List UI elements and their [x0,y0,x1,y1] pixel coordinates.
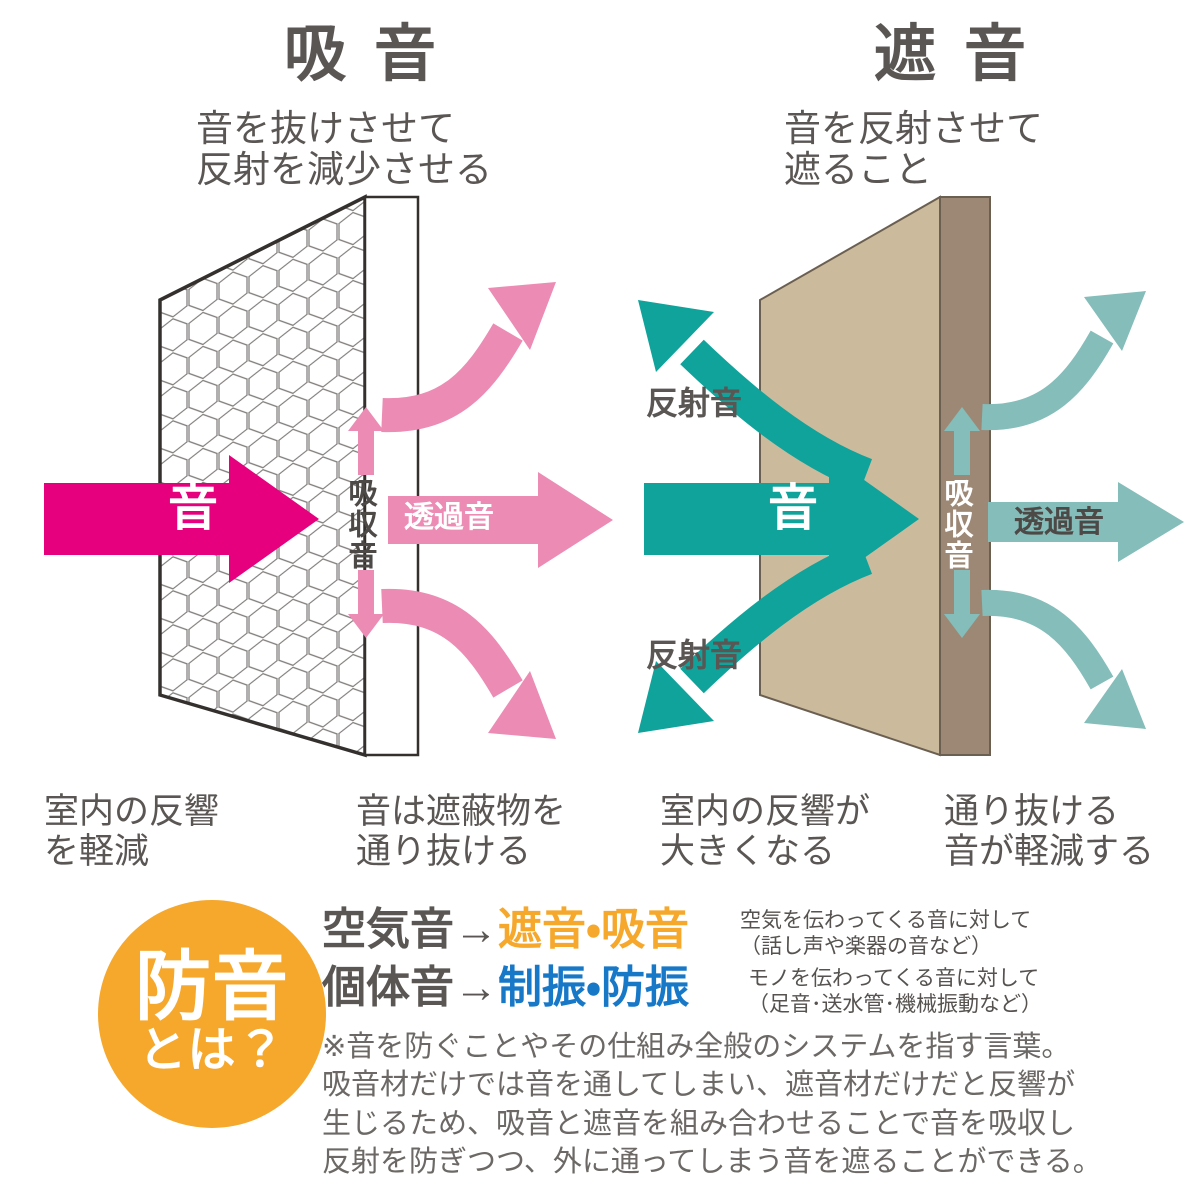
transmitted-sound-arrow-right [988,482,1184,562]
right-caption-inside: 室内の反響が 大きくなる [660,792,871,872]
soundproof-badge: 防音 とは？ [98,900,326,1128]
absorbed-sound-arrows-right [944,407,980,638]
transmitted-sound-arrow-left [388,472,613,568]
transmitted-sound-arrow-right-label: 透過音 [1014,506,1104,539]
reflected-sound-arrows-right [638,300,873,733]
left-caption-outside: 音は遮蔽物を 通り抜ける [356,792,567,872]
airborne-target-label: 遮音・吸音 [498,905,689,954]
sound-type-row-structural: 個体音→制振・防振 [322,966,689,1010]
airborne-note: 空気を伝わってくる音に対して （話し声や楽器の音など） [740,909,1032,958]
left-panel-title: 吸音 [283,20,464,89]
right-panel-title: 遮音 [873,20,1054,89]
incoming-sound-arrow-left [44,455,319,583]
absorbed-sound-arrows-left [348,407,384,638]
left-caption-inside: 室内の反響 を軽減 [44,792,220,872]
transmitted-curved-arrows-right [981,291,1146,729]
structural-source-label: 個体音 [322,963,454,1012]
reflected-sound-label-bottom: 反射音 [646,637,743,673]
soundproof-badge-title: 防音 [135,945,289,1031]
reflected-sound-label-top: 反射音 [646,385,743,421]
soundproof-footnote: ※音を防ぐことやその仕組み全般のシステムを指す言葉。 吸音材だけでは音を通してし… [322,1031,1102,1178]
soundproof-badge-subtitle: とは？ [138,1023,286,1077]
right-caption-outside: 通り抜ける 音が軽減する [944,792,1155,872]
structural-target-label: 制振・防振 [498,963,689,1012]
absorbed-sound-label-left: 吸収音 [344,478,376,571]
transmitted-sound-arrow-left-label: 透過音 [404,501,494,534]
right-panel-subtitle: 音を反射させて 遮ること [784,108,1043,191]
incoming-sound-arrow-left-label: 音 [168,480,218,536]
airborne-source-label: 空気音 [322,905,454,954]
absorbed-sound-label-right: 吸収音 [940,478,972,571]
left-panel-subtitle: 音を抜けさせて 反射を減少させる [196,108,492,191]
sound-type-row-airborne: 空気音→遮音・吸音 [322,908,689,952]
structural-note: モノを伝わってくる音に対して （足音･送水管･機械振動など） [748,967,1042,1016]
transmitted-curved-arrows-left [381,282,556,739]
structural-arrow-glyph: → [454,963,498,1012]
airborne-arrow-glyph: → [454,905,498,954]
incoming-sound-arrow-right-label: 音 [768,480,818,536]
